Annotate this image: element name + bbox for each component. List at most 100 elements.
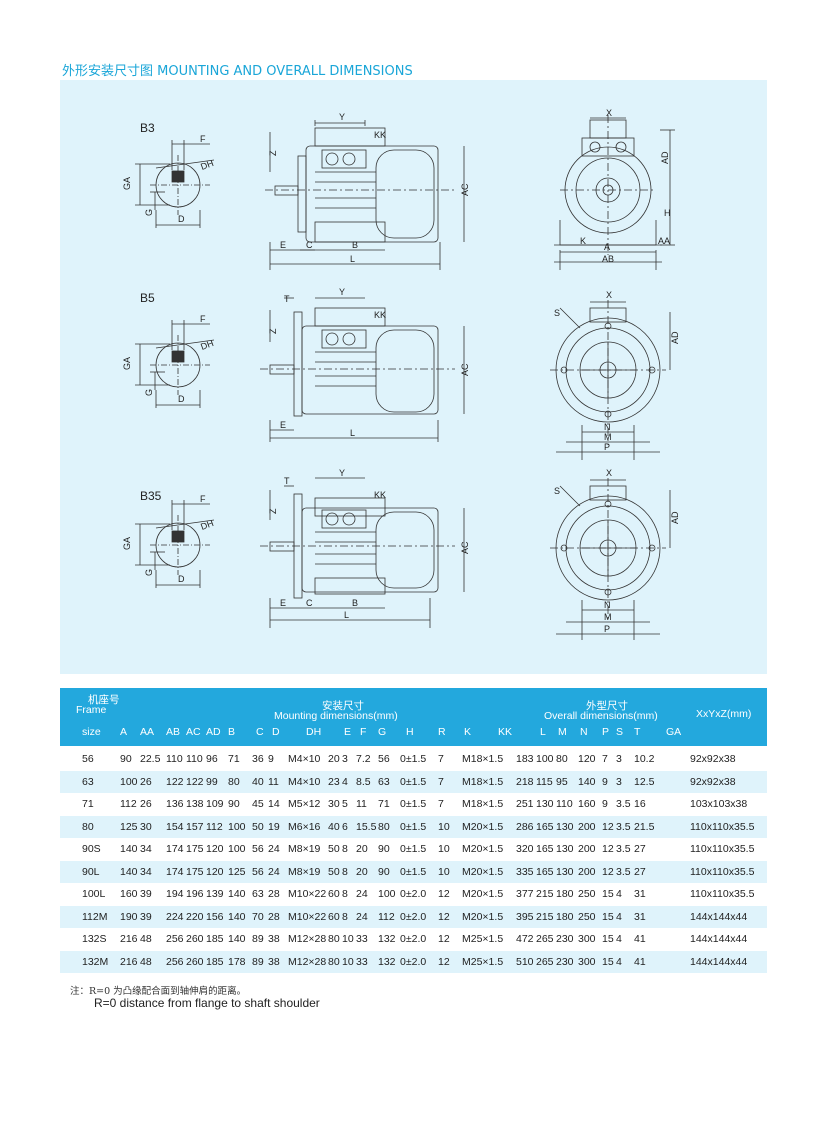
table-cell: 27	[634, 865, 646, 878]
table-cell: 99	[206, 775, 218, 788]
column-header: DH	[306, 726, 322, 738]
table-cell: 33	[356, 955, 368, 968]
label-b: B	[352, 240, 358, 250]
page-title: 外形安装尺寸图 MOUNTING AND OVERALL DIMENSIONS	[62, 64, 413, 79]
table-cell: 180	[556, 910, 574, 923]
table-cell: 11	[268, 775, 279, 788]
table-cell: 0±2.0	[400, 888, 427, 900]
table-cell: 120	[206, 843, 224, 855]
label-s: S	[554, 308, 560, 318]
table-cell: 90L	[82, 865, 100, 878]
label-g: G	[144, 389, 154, 396]
table-cell: 50	[328, 843, 340, 855]
table-cell: 120	[578, 753, 596, 765]
table-cell: 140	[228, 888, 246, 900]
table-cell: 21.5	[634, 820, 655, 833]
table-cell: 110	[556, 798, 573, 810]
column-header: GA	[666, 726, 682, 738]
column-header: T	[634, 726, 641, 738]
table-cell: 7.2	[356, 753, 371, 765]
table-cell: 165	[536, 865, 554, 878]
table-cell: 26	[140, 798, 152, 810]
table-cell: 63	[252, 888, 264, 900]
table-cell: 12.5	[634, 775, 655, 788]
table-cell: 472	[516, 933, 534, 945]
b5-motor-body	[301, 325, 439, 415]
label-ad: AD	[670, 511, 680, 524]
table-cell: 140	[228, 933, 246, 945]
table-cell: 3.5	[616, 865, 631, 878]
column-header: AC	[186, 726, 201, 738]
label-d: D	[178, 394, 185, 404]
table-cell: 110x110x35.5	[690, 888, 755, 900]
label-p: P	[604, 624, 610, 634]
table-cell: 100	[228, 820, 246, 833]
table-cell: 196	[186, 888, 204, 900]
table-cell: 136	[166, 798, 184, 810]
table-cell: 132	[378, 955, 396, 968]
table-cell: 39	[140, 910, 152, 923]
table-cell: 160	[120, 888, 138, 900]
table-cell: 110	[166, 753, 183, 765]
table-cell: 174	[166, 865, 184, 878]
table-cell: 14	[268, 798, 280, 810]
table-cell: 140	[228, 910, 246, 923]
column-header: AD	[206, 726, 221, 738]
table-cell: 125	[120, 820, 138, 833]
table-cell: 12	[438, 888, 450, 900]
table-cell: 89	[252, 955, 264, 968]
view-label-b3: B3	[140, 121, 155, 135]
table-cell: 20	[356, 843, 368, 855]
table-cell: 139	[206, 888, 224, 900]
table-cell: 19	[268, 820, 280, 833]
table-cell: 112	[378, 910, 395, 923]
table-cell: 0±2.0	[400, 955, 427, 968]
table-cell: 156	[206, 910, 224, 923]
label-n: N	[604, 600, 611, 610]
table-cell: 215	[536, 910, 554, 923]
table-cell: 15	[602, 888, 614, 900]
table-cell: 4	[616, 955, 622, 968]
label-l: L	[344, 610, 349, 620]
column-header: L	[540, 726, 546, 738]
table-cell: 230	[556, 955, 574, 968]
table-cell: 100	[120, 775, 138, 788]
table-cell: 132M	[82, 955, 109, 968]
table-cell: 130	[536, 798, 554, 810]
table-cell: 90	[228, 798, 240, 810]
table-cell: 5	[342, 798, 348, 810]
label-y: Y	[339, 287, 345, 297]
label-ac: AC	[460, 363, 470, 376]
table-cell: 300	[578, 955, 596, 968]
table-cell: 110x110x35.5	[690, 843, 755, 855]
label-h: H	[664, 208, 671, 218]
table-cell: 160	[578, 798, 596, 810]
table-cell: M12×28	[288, 933, 327, 945]
table-cell: 60	[328, 888, 340, 900]
table-cell: 256	[166, 955, 184, 968]
table-cell: 50	[328, 865, 340, 878]
table-cell: 30	[328, 798, 340, 810]
table-cell: 144x144x44	[690, 955, 748, 968]
table-cell: M12×28	[288, 955, 327, 968]
table-cell: 24	[356, 910, 368, 923]
table-cell: 71	[82, 798, 94, 810]
label-p: P	[604, 442, 610, 452]
table-cell: 9	[602, 798, 608, 810]
label-f: F	[200, 314, 206, 324]
table-cell: 10	[342, 955, 354, 968]
table-cell: 265	[536, 955, 554, 968]
label-x: X	[606, 108, 612, 118]
table-cell: 27	[634, 843, 646, 855]
table-cell: 38	[268, 955, 280, 968]
column-header: KK	[498, 726, 513, 738]
table-cell: 144x144x44	[690, 933, 748, 945]
table-cell: 320	[516, 843, 534, 855]
table-cell: 8	[342, 865, 348, 878]
table-cell: M6×16	[288, 820, 321, 833]
column-header: D	[272, 726, 280, 738]
table-cell: 216	[120, 955, 138, 968]
b5-flange	[293, 311, 303, 417]
label-y: Y	[339, 112, 345, 122]
